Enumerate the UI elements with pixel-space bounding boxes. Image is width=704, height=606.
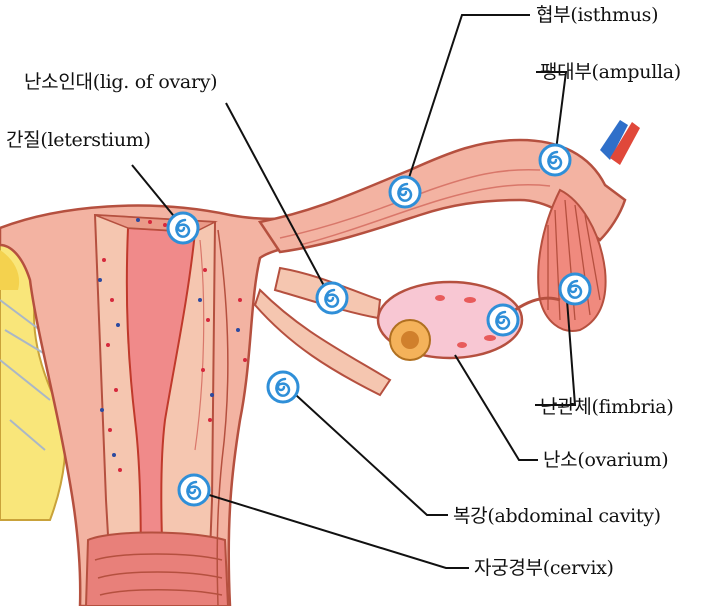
leader-isthmus bbox=[404, 14, 530, 191]
label-interstitium: 간질(leterstium) bbox=[6, 129, 151, 151]
leader-ampulla bbox=[536, 71, 568, 159]
spiral-marker-icon bbox=[538, 143, 572, 177]
label-ampulla: 팽대부(ampulla) bbox=[540, 61, 681, 83]
label-cervix: 자궁경부(cervix) bbox=[474, 557, 614, 579]
spiral-marker-icon bbox=[315, 281, 349, 315]
leader-cervix bbox=[192, 489, 469, 569]
label-fimbria: 난관체(fimbria) bbox=[540, 396, 674, 418]
label-ovarium: 난소(ovarium) bbox=[543, 449, 669, 471]
fallopian-tube bbox=[257, 120, 640, 332]
spiral-marker-icon bbox=[166, 211, 200, 245]
leader-fimbria bbox=[535, 286, 577, 406]
leader-ligament bbox=[225, 102, 331, 298]
leader-ovarium bbox=[454, 354, 538, 461]
leader-abdominal bbox=[284, 384, 448, 516]
spiral-marker-icon bbox=[266, 370, 300, 404]
spiral-marker-icon bbox=[486, 303, 520, 337]
label-abdominal: 복강(abdominal cavity) bbox=[453, 505, 661, 527]
spiral-markers bbox=[166, 143, 592, 507]
spiral-marker-icon bbox=[177, 473, 211, 507]
spiral-marker-icon bbox=[388, 175, 422, 209]
leader-lines bbox=[131, 14, 577, 569]
pelvic-fat bbox=[0, 233, 67, 521]
spiral-marker-icon bbox=[558, 272, 592, 306]
label-ligament: 난소인대(lig. of ovary) bbox=[24, 71, 218, 93]
label-isthmus: 협부(isthmus) bbox=[536, 4, 659, 26]
